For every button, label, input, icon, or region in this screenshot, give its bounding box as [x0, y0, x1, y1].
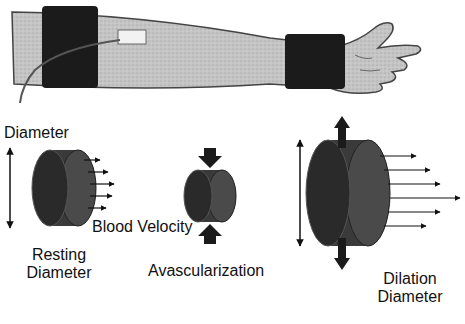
dilated-vessel: [300, 116, 460, 270]
occlusion-label: Avascularization: [148, 262, 264, 280]
probe-cable: [20, 40, 120, 103]
forearm-cuff: [285, 34, 345, 89]
upper-arm-cuff: [42, 6, 98, 88]
ultrasound-probe: [118, 30, 146, 44]
velocity-label: Blood Velocity: [92, 218, 193, 236]
resting-label: Resting Diameter: [14, 246, 104, 282]
dilation-label: Dilation Diameter: [360, 270, 460, 306]
diameter-label: Diameter: [4, 124, 69, 142]
resting-vessel: [10, 148, 114, 228]
